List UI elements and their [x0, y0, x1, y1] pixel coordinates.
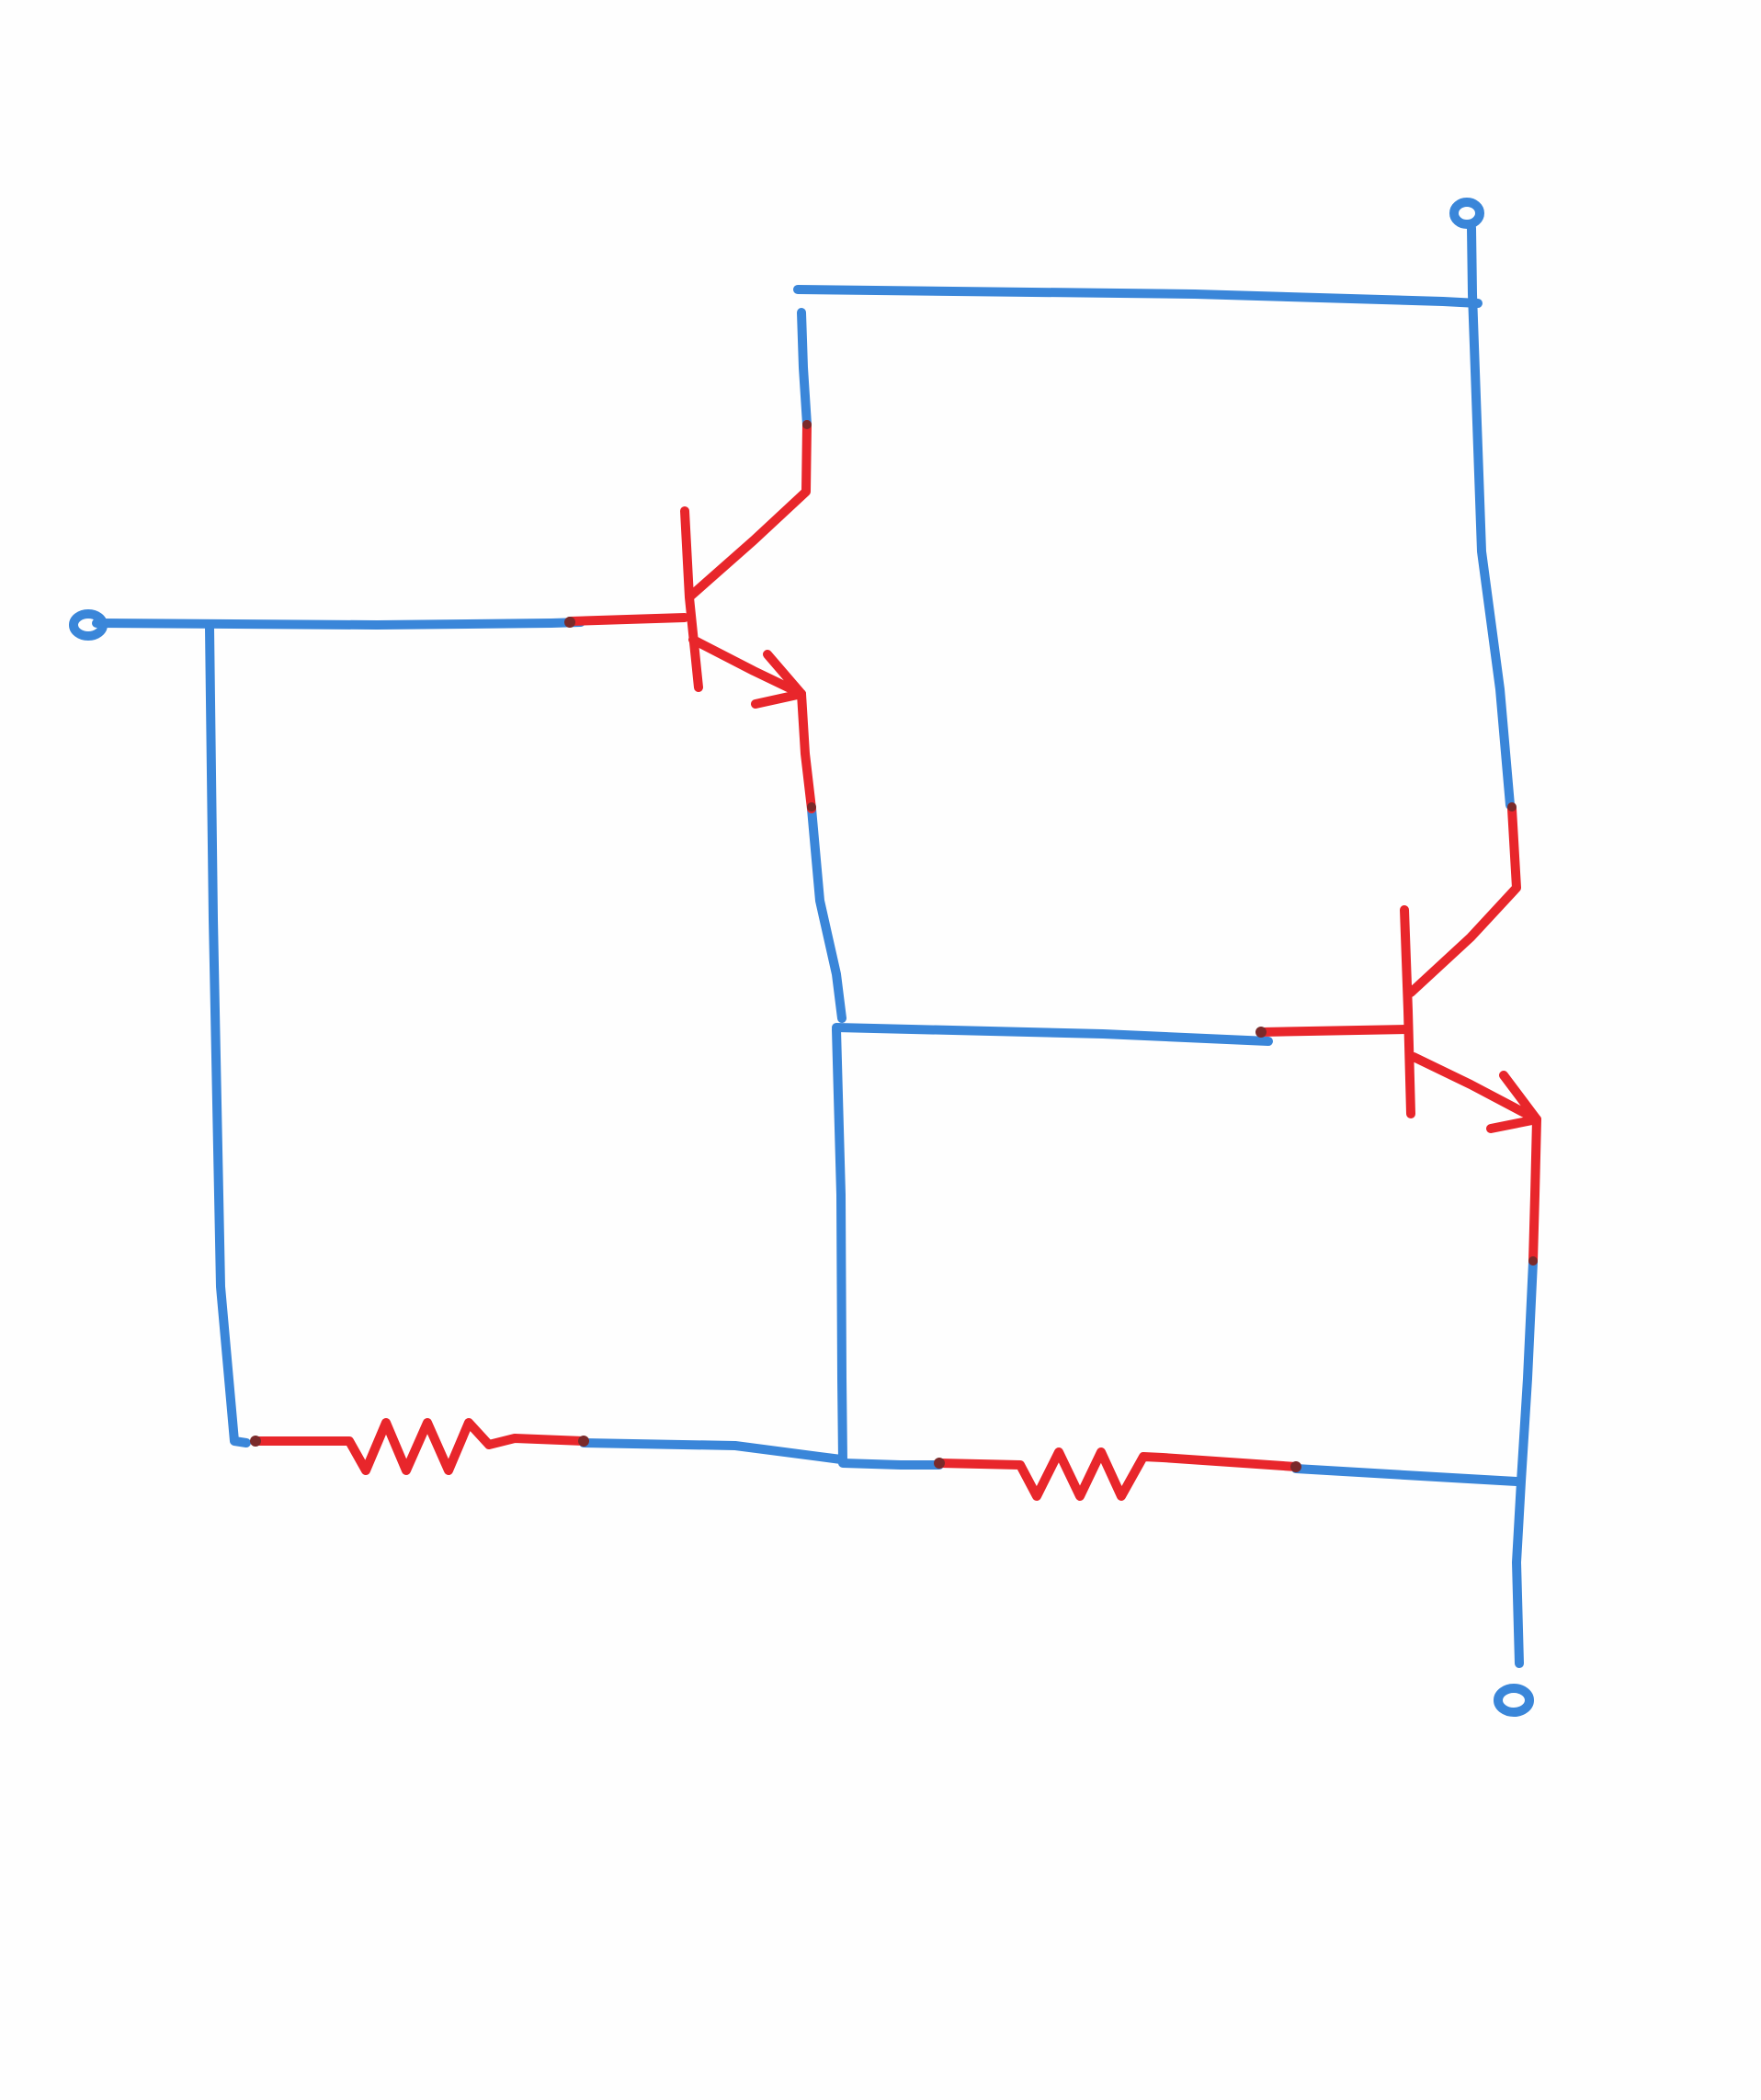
joint-dot	[578, 1436, 589, 1447]
resistor-r2	[935, 1447, 1301, 1501]
joint-dot	[1507, 802, 1517, 812]
supply-terminal	[1449, 198, 1484, 229]
q2-emitter-arrow	[1486, 1071, 1541, 1133]
output-terminal	[1494, 1684, 1534, 1717]
q2-base-lead	[1256, 1025, 1413, 1037]
r2-body	[935, 1447, 1301, 1501]
joint-dot	[934, 1458, 945, 1469]
r1-body	[251, 1418, 588, 1475]
input-terminal	[69, 609, 108, 641]
q1-collector-wire	[797, 308, 812, 429]
q2-base-bar	[1400, 905, 1415, 1118]
q1-emitter-lead	[688, 635, 816, 813]
transistor-q1	[565, 420, 816, 813]
supply-vertical-wire	[1467, 223, 1515, 810]
r2-to-output-wire	[1291, 1464, 1521, 1486]
terminals	[69, 198, 1534, 1717]
joint-dot	[807, 802, 816, 812]
input-wire	[92, 618, 585, 630]
mid-vertical-wire	[832, 1025, 847, 1466]
joint-dot	[1528, 1256, 1538, 1266]
q1-emitter-wire	[807, 804, 846, 1023]
wire-joints	[250, 420, 1538, 1472]
q2-emitter-wire	[1512, 1257, 1538, 1668]
q2-collector-lead	[1406, 804, 1521, 997]
node-to-r2-wire	[838, 1459, 944, 1470]
q1-base-lead	[565, 613, 689, 626]
joint-dot	[250, 1436, 261, 1447]
q1-collector-lead	[687, 420, 812, 600]
q1-emitter-arrow	[751, 650, 806, 709]
mid-to-q2-base-wire	[832, 1023, 1273, 1046]
left-vertical-wire	[205, 623, 251, 1447]
joint-dot	[564, 617, 575, 628]
transistor-q2	[1256, 804, 1541, 1266]
top-rail-wire	[793, 285, 1483, 308]
resistor-r1	[251, 1418, 588, 1475]
joint-dot	[1290, 1461, 1301, 1472]
r1-to-node-wire	[579, 1438, 846, 1464]
joint-dot	[1255, 1027, 1267, 1038]
wiring	[92, 223, 1538, 1668]
joint-dot	[802, 420, 812, 429]
